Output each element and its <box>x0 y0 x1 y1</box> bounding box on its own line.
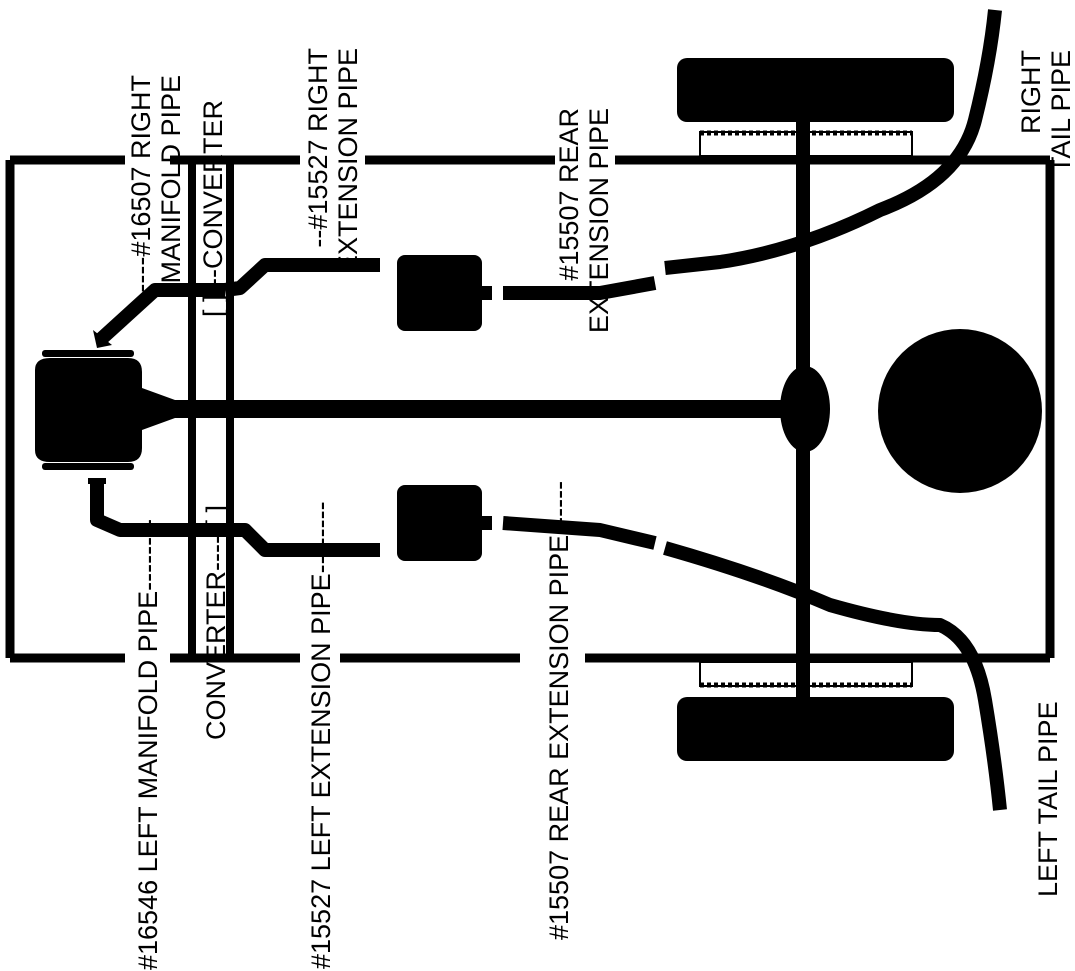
label-rear-extension-bottom: #15507 REAR EXTENSION PIPE------ <box>544 481 574 940</box>
left-muffler <box>397 485 482 561</box>
label-left-manifold: #16546 LEFT MANIFOLD PIPE-------- <box>133 519 163 970</box>
right-muffler <box>397 255 482 331</box>
label-rear-extension-top-line1: #15507 REAR <box>554 108 584 281</box>
label-right-manifold-line2: MANIFOLD PIPE <box>156 75 186 284</box>
label-rear-extension-top-line2: EXTENSION PIPE <box>584 108 614 333</box>
label-right-converter: [ ] --CONVERTER <box>198 100 228 317</box>
spare-tire <box>878 329 1042 493</box>
label-right-extension-line1: --#15527 RIGHT <box>303 48 333 248</box>
label-left-extension: #15527 LEFT EXTENSION PIPE-------- <box>306 501 336 969</box>
labels: ------#16507 RIGHT MANIFOLD PIPE [ ] --C… <box>126 48 1075 970</box>
exhaust-pipes <box>90 9 1007 811</box>
label-left-converter: CONVERTER---- [ ] <box>201 505 231 740</box>
label-right-extension-line2: EXTENSION PIPE <box>333 48 363 273</box>
left-rear-tire <box>677 697 954 761</box>
label-right-manifold-line1: ------#16507 RIGHT <box>126 75 156 311</box>
engine-block <box>35 350 175 470</box>
label-right-tail-line2: TAIL PIPE <box>1046 50 1075 173</box>
label-left-tail: LEFT TAIL PIPE <box>1033 701 1063 897</box>
right-rear-tire <box>677 58 954 122</box>
leaf-springs <box>699 130 913 688</box>
manifold-flanges <box>88 330 112 484</box>
label-right-tail-line1: RIGHT <box>1016 50 1046 134</box>
